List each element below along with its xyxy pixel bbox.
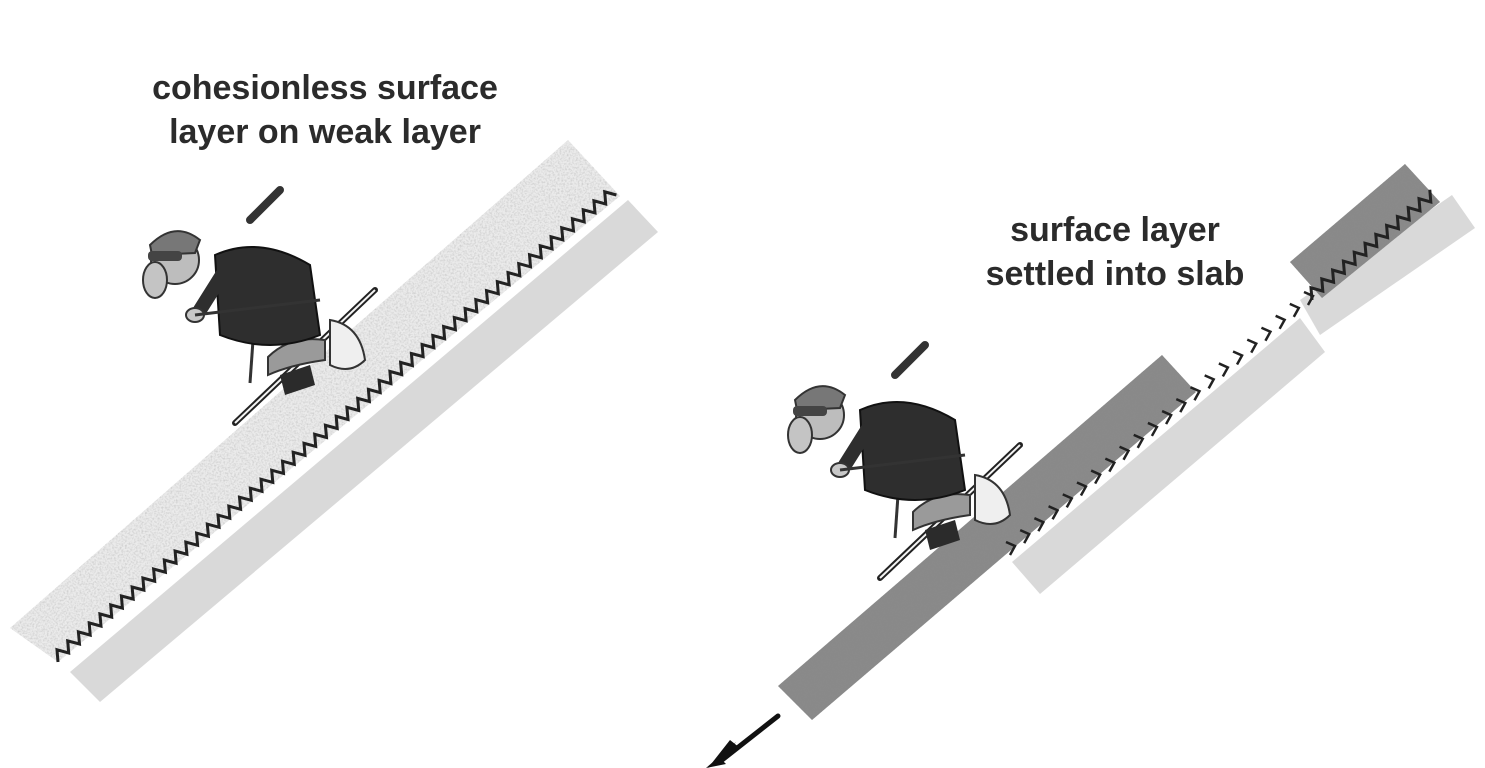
fracture-chevron xyxy=(1062,493,1074,508)
right-slab-upper-remnant xyxy=(1290,164,1440,298)
fracture-chevron xyxy=(1005,540,1017,556)
fracture-chevron xyxy=(1260,326,1273,342)
caption-right-line-1: surface layer xyxy=(1010,211,1220,249)
fracture-chevron xyxy=(1218,362,1230,378)
caption-left-line-1: cohesionless surface xyxy=(152,69,498,107)
fracture-chevron xyxy=(1048,505,1060,520)
left-cohesionless-layer xyxy=(10,140,620,662)
fracture-chevron xyxy=(1090,469,1102,485)
left-weak-layer xyxy=(55,189,617,663)
fracture-chevron xyxy=(1033,517,1046,532)
fracture-chevron xyxy=(1204,374,1216,389)
right-fracture-line xyxy=(1005,290,1315,556)
caption-left-line-2: layer on weak layer xyxy=(169,113,481,151)
caption-right-line-2: settled into slab xyxy=(985,255,1245,293)
right-slope-bed-upper xyxy=(1300,195,1475,335)
left-slope-bed xyxy=(70,200,658,702)
right-released-slab xyxy=(778,355,1196,720)
fracture-chevron xyxy=(1189,386,1202,401)
fracture-chevron xyxy=(1147,421,1159,437)
fracture-chevron xyxy=(1119,445,1131,461)
right-panel xyxy=(706,164,1475,768)
fracture-chevron xyxy=(1246,338,1258,354)
motion-arrow-icon xyxy=(706,713,781,768)
right-weak-layer-intact xyxy=(1309,189,1433,301)
fracture-chevron xyxy=(1275,314,1287,330)
fracture-chevron xyxy=(1232,350,1244,366)
caption-right: surface layer settled into slab xyxy=(940,208,1290,296)
fracture-chevron xyxy=(1133,433,1145,449)
left-panel xyxy=(10,140,658,702)
fracture-chevron xyxy=(1303,290,1315,306)
fracture-chevron xyxy=(1161,409,1173,425)
fracture-chevron xyxy=(1289,302,1301,318)
fracture-chevron xyxy=(1175,398,1188,413)
right-slope-bed-lower xyxy=(1012,318,1325,594)
fracture-chevron xyxy=(1076,481,1088,497)
fracture-chevron xyxy=(1104,457,1117,473)
fracture-chevron xyxy=(1019,528,1031,544)
caption-left: cohesionless surface layer on weak layer xyxy=(90,66,560,154)
